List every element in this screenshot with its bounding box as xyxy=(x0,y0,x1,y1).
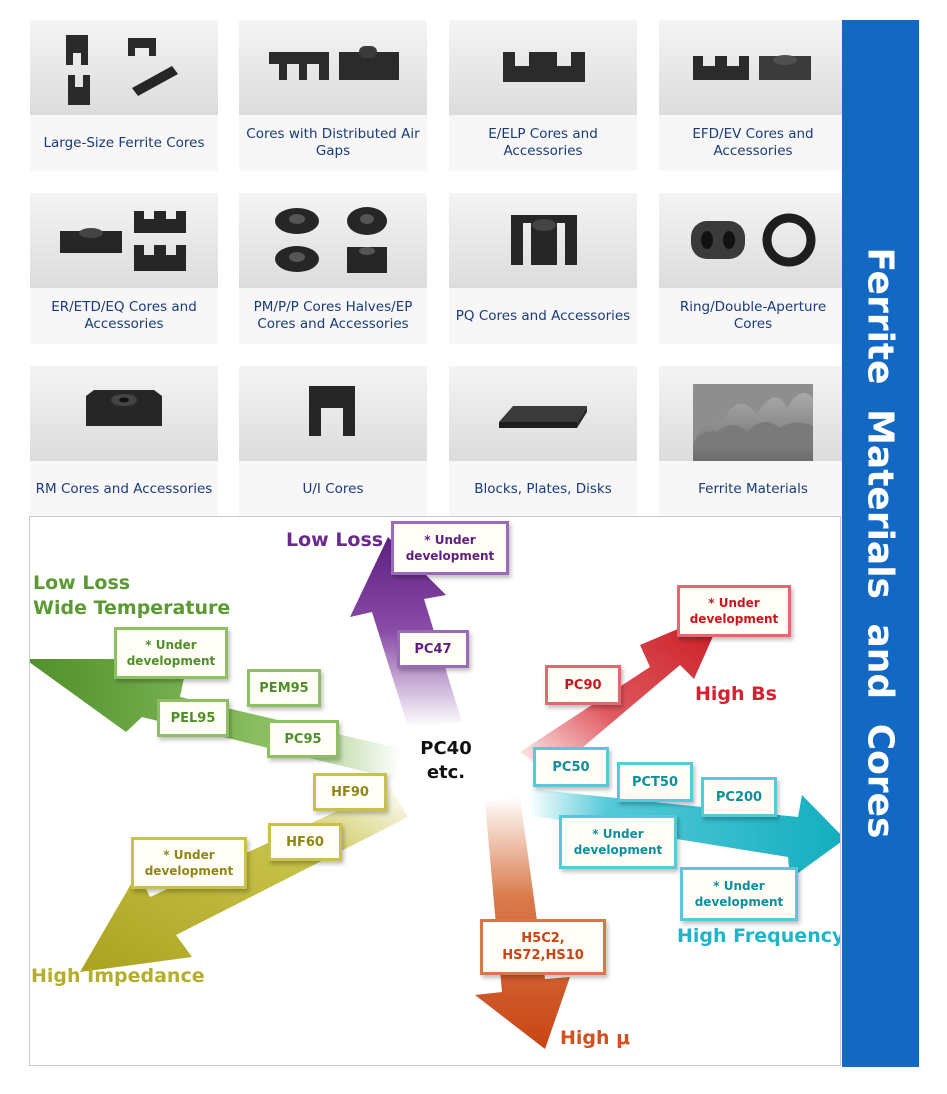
under-development-tag-red: * Under development xyxy=(677,585,791,637)
product-label: Blocks, Plates, Disks xyxy=(449,461,637,517)
material-tag-pel95: PEL95 xyxy=(157,699,229,737)
ring-cores-image xyxy=(659,193,847,288)
under-development-tag-olive: * Under development xyxy=(131,837,247,889)
tag-line-1: * Under xyxy=(708,596,760,610)
product-tile-efd-cores[interactable]: EFD/EV Cores and Accessories xyxy=(659,20,847,171)
under-development-tag-cyan-1: * Under development xyxy=(559,815,677,869)
category-low-loss: Low Loss xyxy=(286,529,384,551)
product-label: E/ELP Cores and Accessories xyxy=(449,115,637,171)
product-label: PQ Cores and Accessories xyxy=(449,288,637,344)
product-label: Large-Size Ferrite Cores xyxy=(30,115,218,171)
material-tag-pem95: PEM95 xyxy=(247,669,321,707)
tag-line-2: development xyxy=(694,895,784,909)
material-tag-hf90: HF90 xyxy=(313,773,387,811)
sidebar-title: Ferrite Materials and Cores xyxy=(859,247,901,839)
material-tag-pc90: PC90 xyxy=(545,665,621,705)
tag-line-1: * Under xyxy=(424,533,476,547)
center-line-1: PC40 xyxy=(420,738,472,759)
center-line-2: etc. xyxy=(426,762,466,783)
product-tile-ui-cores[interactable]: U/I Cores xyxy=(239,366,427,517)
category-high-bs: High Bs xyxy=(695,683,777,705)
product-tile-er-cores[interactable]: ER/ETD/EQ Cores and Accessories xyxy=(30,193,218,344)
product-tile-pm-cores[interactable]: PM/P/P Cores Halves/EP Cores and Accesso… xyxy=(239,193,427,344)
category-high-frequency: High Frequency xyxy=(677,925,841,947)
product-label: Cores with Distributed Air Gaps xyxy=(239,115,427,171)
tag-line-2: HS72,HS10 xyxy=(502,948,584,963)
materials-diagram: PC40 etc. Low Loss Low Loss Wide Tempera… xyxy=(29,516,841,1066)
material-tag-pc47: PC47 xyxy=(397,630,469,668)
product-label: U/I Cores xyxy=(239,461,427,517)
material-tag-pct50: PCT50 xyxy=(617,762,693,802)
under-development-tag-cyan-2: * Under development xyxy=(680,867,798,921)
air-gap-cores-image xyxy=(239,20,427,115)
efd-cores-image xyxy=(659,20,847,115)
category-low-loss-wide-temp: Low Loss Wide Temperature xyxy=(33,571,230,621)
rm-cores-image xyxy=(30,366,218,461)
material-tag-hf60: HF60 xyxy=(268,823,342,861)
under-development-tag-purple: * Under development xyxy=(391,521,509,575)
tag-line-2: development xyxy=(573,843,663,857)
category-high-impedance: High Impedance xyxy=(31,965,205,987)
tag-line-1: * Under xyxy=(592,827,644,841)
tag-line-1: * Under xyxy=(145,638,197,652)
product-label: Ferrite Materials xyxy=(659,461,847,517)
sidebar-banner xyxy=(842,20,919,1067)
product-tile-pq-cores[interactable]: PQ Cores and Accessories xyxy=(449,193,637,344)
tag-line-2: development xyxy=(144,864,234,878)
plate-image xyxy=(449,366,637,461)
ui-cores-image xyxy=(239,366,427,461)
pm-cores-image xyxy=(239,193,427,288)
pq-cores-image xyxy=(449,193,637,288)
ferrite-material-image xyxy=(659,366,847,461)
tag-line-2: development xyxy=(689,612,779,626)
tag-line-1: H5C2, xyxy=(521,931,565,946)
e-cores-image xyxy=(449,20,637,115)
tag-line-1: * Under xyxy=(163,848,215,862)
category-line-2: Wide Temperature xyxy=(33,597,231,619)
center-label: PC40 etc. xyxy=(410,737,482,785)
category-high-mu: High μ xyxy=(560,1027,631,1049)
product-tile-blocks[interactable]: Blocks, Plates, Disks xyxy=(449,366,637,517)
er-cores-image xyxy=(30,193,218,288)
product-label: RM Cores and Accessories xyxy=(30,461,218,517)
product-label: PM/P/P Cores Halves/EP Cores and Accesso… xyxy=(239,288,427,344)
product-tile-air-gap[interactable]: Cores with Distributed Air Gaps xyxy=(239,20,427,171)
product-tile-rm-cores[interactable]: RM Cores and Accessories xyxy=(30,366,218,517)
product-tile-ferrite-materials[interactable]: Ferrite Materials xyxy=(659,366,847,517)
material-tag-h5c2: H5C2, HS72,HS10 xyxy=(480,919,606,975)
product-label: ER/ETD/EQ Cores and Accessories xyxy=(30,288,218,344)
tag-line-2: development xyxy=(126,654,216,668)
product-label: EFD/EV Cores and Accessories xyxy=(659,115,847,171)
product-tile-e-cores[interactable]: E/ELP Cores and Accessories xyxy=(449,20,637,171)
tag-line-1: * Under xyxy=(713,879,765,893)
material-tag-pc95: PC95 xyxy=(267,720,339,758)
large-ferrite-cores-image xyxy=(30,20,218,115)
tag-line-2: development xyxy=(405,549,495,563)
product-label: Ring/Double-Aperture Cores xyxy=(659,288,847,344)
product-tile-ring-cores[interactable]: Ring/Double-Aperture Cores xyxy=(659,193,847,344)
material-tag-pc50: PC50 xyxy=(533,747,609,787)
under-development-tag-green: * Under development xyxy=(114,627,228,679)
product-tile-large-size[interactable]: Large-Size Ferrite Cores xyxy=(30,20,218,171)
category-line-1: Low Loss xyxy=(33,572,131,594)
material-tag-pc200: PC200 xyxy=(701,777,777,817)
